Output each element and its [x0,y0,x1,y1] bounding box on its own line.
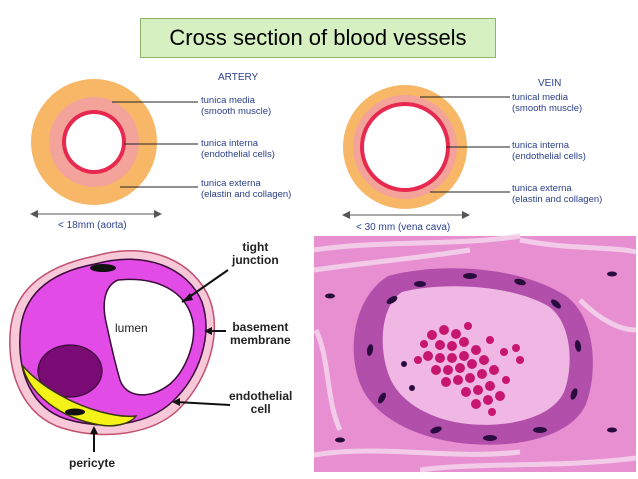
vein-media-name: tunical media [512,92,568,103]
artery-label-media: tunica media (smooth muscle) [201,95,271,117]
vein-label-interna: tunica interna (endothelial cells) [512,140,586,162]
artery-interna-detail: (endothelial cells) [201,149,275,160]
artery-label-externa: tunica externa (elastin and collagen) [201,178,291,200]
vein-externa-detail: (elastin and collagen) [512,194,603,205]
histology-micrograph [313,233,637,473]
endothelial-cell-label: endothelial cell [229,390,292,416]
basement-membrane-line1: basement [232,320,289,334]
tight-junction-line1: tight [242,240,269,254]
tight-junction-line2: junction [232,253,279,267]
vein-label-externa: tunica externa (elastin and collagen) [512,183,602,205]
capillary-lumen [103,278,195,396]
vein-externa-name: tunica externa [512,183,572,194]
artery-label-interna: tunica interna (endothelial cells) [201,138,275,160]
endothelial-cell-line1: endothelial [229,389,293,403]
capillary-cross-section [9,249,231,452]
artery-media-name: tunica media [201,95,255,106]
basement-membrane-label: basement membrane [230,321,291,347]
artery-media-detail: (smooth muscle) [201,106,272,117]
vein-dimension: < 30 mm (vena cava) [356,222,451,233]
artery-externa-name: tunica externa [201,178,261,189]
pericyte-nucleus [65,408,85,416]
vein-lumen [364,106,446,188]
artery-lumen [66,114,122,170]
artery-cross-section [30,79,198,218]
artery-interna-name: tunica interna [201,138,259,149]
wall-nuclei [325,271,617,443]
basement-membrane-line2: membrane [230,333,291,347]
endothelial-cell-line2: cell [250,402,271,416]
page-title: Cross section of blood vessels [140,18,496,58]
endothelial-cell-pointer [175,401,231,406]
vessel-lumen [382,286,570,425]
artery-dimension: < 18mm (aorta) [58,220,127,231]
artery-externa-detail: (elastin and collagen) [201,189,292,200]
tight-junction-label: tight junction [232,241,279,267]
vein-interna-detail: (endothelial cells) [512,151,586,162]
endothelial-nucleus [37,344,103,398]
vein-media-detail: (smooth muscle) [512,103,583,114]
vein-interna-name: tunica interna [512,140,570,151]
lumen-label: lumen [115,321,148,335]
red-blood-cells [414,322,524,416]
vein-cross-section [342,85,510,219]
small-nucleus [90,264,116,272]
pericyte-label: pericyte [69,456,116,470]
vein-heading: VEIN [538,78,562,89]
vein-label-media: tunical media (smooth muscle) [512,92,582,114]
artery-heading: ARTERY [218,72,259,83]
